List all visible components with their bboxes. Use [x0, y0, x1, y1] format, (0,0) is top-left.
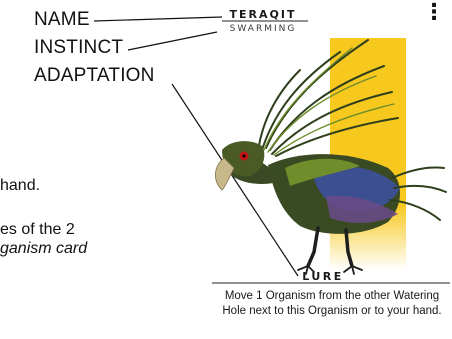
name-leader-line	[94, 17, 222, 21]
adaptation-title: LURE	[294, 270, 352, 283]
instinct-leader-line	[128, 32, 217, 50]
adaptation-text: Move 1 Organism from the other Watering …	[214, 289, 450, 319]
vertical-dots-icon: ⋮	[423, 2, 445, 24]
card-name: TERAQIT	[226, 8, 300, 21]
card-instinct: SWARMING	[220, 24, 306, 34]
